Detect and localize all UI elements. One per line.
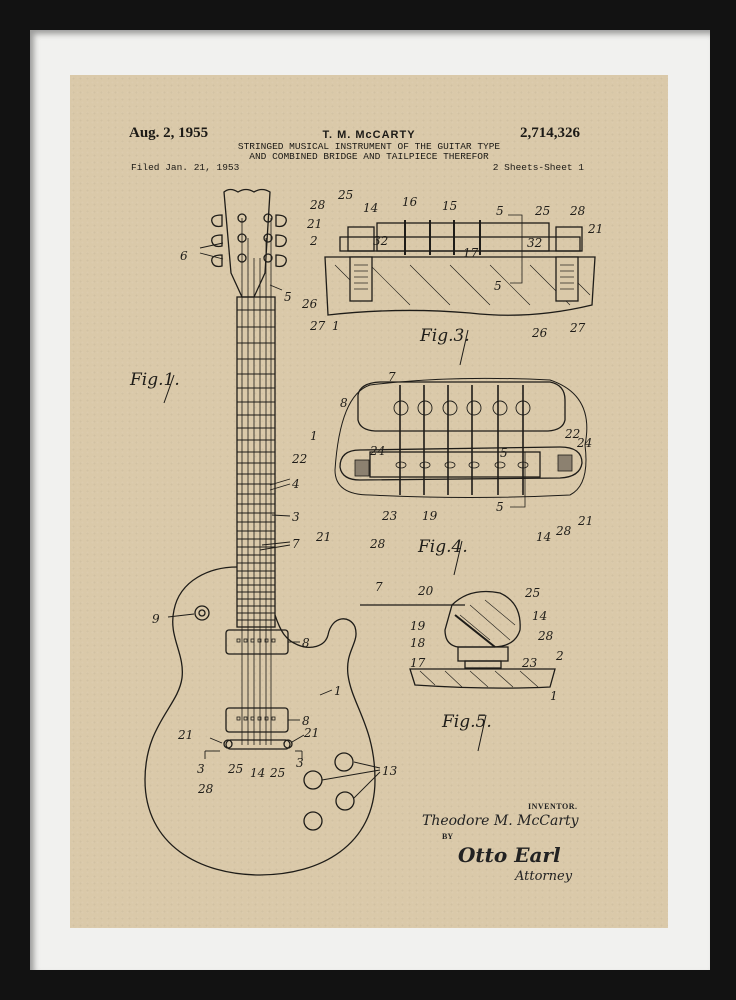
- attorney-signature: Otto Earl: [458, 843, 561, 867]
- fig3-callout: 32: [527, 236, 542, 250]
- fig1-callout: 1: [334, 684, 342, 698]
- sheet-count: 2 Sheets-Sheet 1: [492, 162, 584, 173]
- fig3-callout: 25: [534, 204, 550, 218]
- fig5-callout: 18: [410, 636, 426, 650]
- fig5-callout: 25: [524, 586, 540, 600]
- fig3-callout: 2: [309, 234, 318, 248]
- fig3-callout: 26: [301, 297, 318, 311]
- attorney-label: Attorney: [515, 869, 573, 884]
- fig3-callout: 21: [306, 217, 322, 231]
- patent-sheet: Aug. 2, 1955 T. M. McCARTY 2,714,326 STR…: [70, 75, 668, 928]
- fig4-callout: 22: [291, 452, 307, 466]
- fig4-callout: 24: [369, 444, 385, 458]
- fig1-callout: 25: [227, 762, 243, 776]
- fig1-callout: 7: [292, 537, 300, 551]
- filed-date: Filed Jan. 21, 1953: [131, 162, 240, 173]
- fig3-bridge-section-drawing: [324, 214, 596, 316]
- fig4-callout: 21: [577, 514, 593, 528]
- fig1-guitar-drawing: [144, 188, 381, 876]
- fig3-callout: 17: [463, 246, 479, 260]
- fig4-callout: 19: [422, 509, 438, 523]
- fig1-callout: 4: [291, 477, 300, 491]
- fig5-bridge-profile-drawing: [360, 590, 556, 689]
- fig1-label: Fig.1.: [129, 370, 180, 390]
- fig5-callout: 1: [550, 689, 558, 703]
- fig3-callout: 14: [363, 201, 378, 215]
- patent-number: 2,714,326: [520, 125, 580, 141]
- fig4-bridge-top-view-drawing: [334, 377, 588, 508]
- fig4-callout: 21: [315, 530, 331, 544]
- fig4-label: Fig.4.: [417, 537, 468, 557]
- fig1-callout: 25: [269, 766, 285, 780]
- fig5-callout: 7: [375, 580, 383, 594]
- fig5-callout: 17: [410, 656, 426, 670]
- fig4-callout: 23: [381, 509, 398, 523]
- fig3-callout: 16: [402, 195, 418, 209]
- fig1-callout: 3: [296, 756, 304, 770]
- fig1-callout: 5: [284, 290, 292, 304]
- fig1-callout: 9: [152, 612, 160, 626]
- inventor-header: T. M. McCARTY: [322, 129, 416, 141]
- fig1-callout: 14: [250, 766, 265, 780]
- fig3-callout: 1: [332, 319, 340, 333]
- fig3-callout: 25: [337, 188, 353, 202]
- fig1-callout: 3: [292, 510, 300, 524]
- patent-title-line1: STRINGED MUSICAL INSTRUMENT OF THE GUITA…: [237, 141, 501, 152]
- fig3-callout: 21: [587, 222, 603, 236]
- fig4-callout: 28: [369, 537, 386, 551]
- inventor-signature: Theodore M. McCarty: [422, 813, 579, 829]
- fig3-callout: 27: [309, 319, 326, 333]
- fig3-callout: 32: [373, 234, 388, 248]
- fig3-callout: 27: [569, 321, 586, 335]
- fig4-callout: 14: [536, 530, 551, 544]
- fig1-callout: 21: [303, 726, 319, 740]
- fig4-callout: 5: [500, 446, 508, 460]
- fig3-callout: 15: [442, 199, 457, 213]
- fig4-callout: 7: [388, 370, 396, 384]
- fig3-callout: 5: [494, 279, 502, 293]
- fig5-callout: 14: [532, 609, 547, 623]
- fig4-callout: 8: [340, 396, 348, 410]
- figure-label-tails: [163, 329, 487, 752]
- fig3-callout: 28: [309, 198, 326, 212]
- fig1-callout: 21: [177, 728, 193, 742]
- by-label: BY: [442, 832, 454, 841]
- fig1-callout: 28: [197, 782, 214, 796]
- fig1-callout: 3: [197, 762, 205, 776]
- patent-title-line2: AND COMBINED BRIDGE AND TAILPIECE THEREF…: [249, 151, 489, 162]
- inventor-label: INVENTOR.: [528, 802, 578, 811]
- fig1-callout: 6: [180, 249, 188, 263]
- fig4-callout: 1: [310, 429, 318, 443]
- fig4-callout: 22: [564, 427, 580, 441]
- fig5-callout: 2: [555, 649, 564, 663]
- patent-drawings: 6 5 4 3 7 9 8 8 1 21 21 3 3 25 14 25 28 …: [129, 188, 603, 876]
- fig5-callout: 23: [521, 656, 538, 670]
- fig3-callout: 5: [496, 204, 504, 218]
- fig3-label: Fig.3.: [419, 326, 470, 346]
- tuner-pegs-icon: [211, 213, 287, 268]
- patent-date: Aug. 2, 1955: [129, 125, 209, 141]
- fig3-callout: 28: [569, 204, 586, 218]
- fig4-callout: 28: [555, 524, 572, 538]
- fig4-callout: 24: [576, 436, 592, 450]
- fig1-callout: 8: [302, 636, 310, 650]
- fig4-callout: 5: [496, 500, 504, 514]
- fig5-callout: 20: [417, 584, 434, 598]
- fig1-callout: 8: [302, 714, 310, 728]
- fig5-callout: 28: [537, 629, 554, 643]
- fig1-callout: 13: [382, 764, 398, 778]
- fig5-label: Fig.5.: [441, 712, 492, 732]
- fig3-callout: 26: [531, 326, 548, 340]
- fig5-callout: 19: [410, 619, 426, 633]
